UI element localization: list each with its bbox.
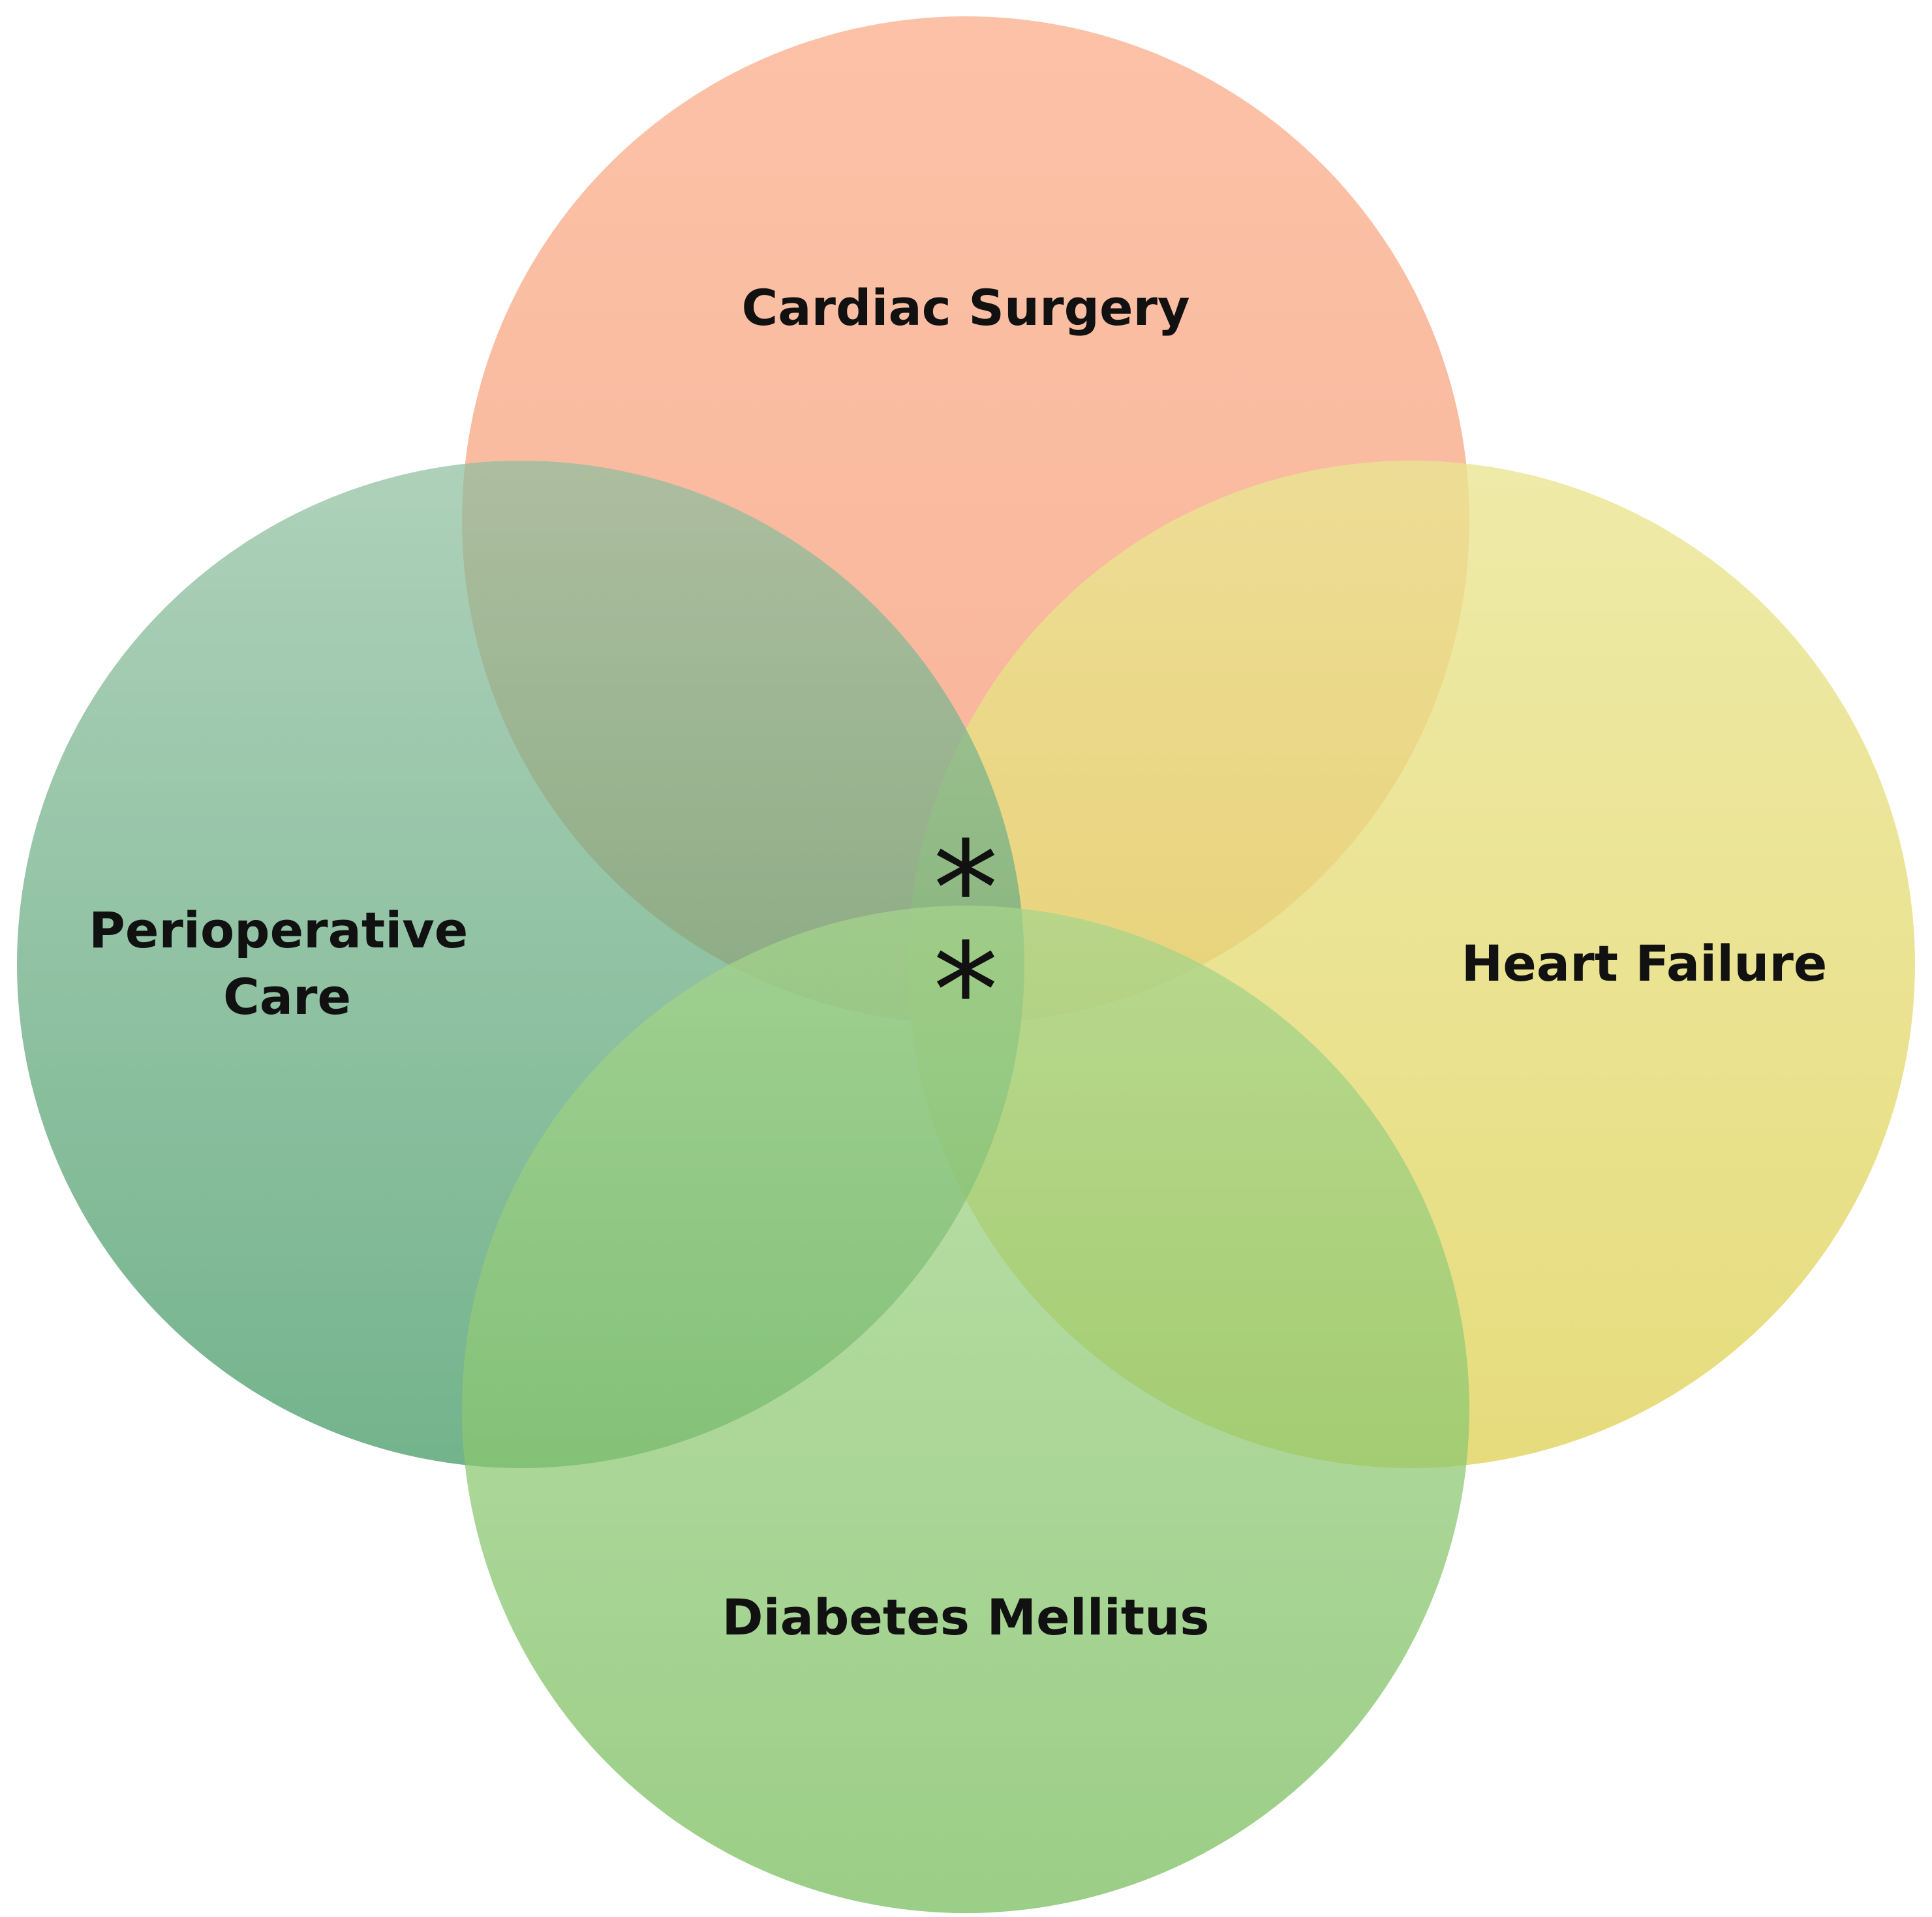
center-marker-2: * bbox=[933, 915, 998, 1067]
center-marker-1: * bbox=[933, 814, 998, 966]
label-perioperative-care-line-2: Care bbox=[223, 968, 351, 1026]
circle-diabetes-mellitus bbox=[462, 906, 1469, 1913]
label-cardiac-surgery: Cardiac Surgery bbox=[741, 279, 1189, 337]
label-perioperative-care-line-1: Perioperative bbox=[89, 901, 468, 959]
label-heart-failure: Heart Failure bbox=[1462, 934, 1828, 992]
label-diabetes-mellitus: Diabetes Mellitus bbox=[722, 1588, 1210, 1646]
label-perioperative-care: Perioperative Care bbox=[89, 901, 485, 1026]
